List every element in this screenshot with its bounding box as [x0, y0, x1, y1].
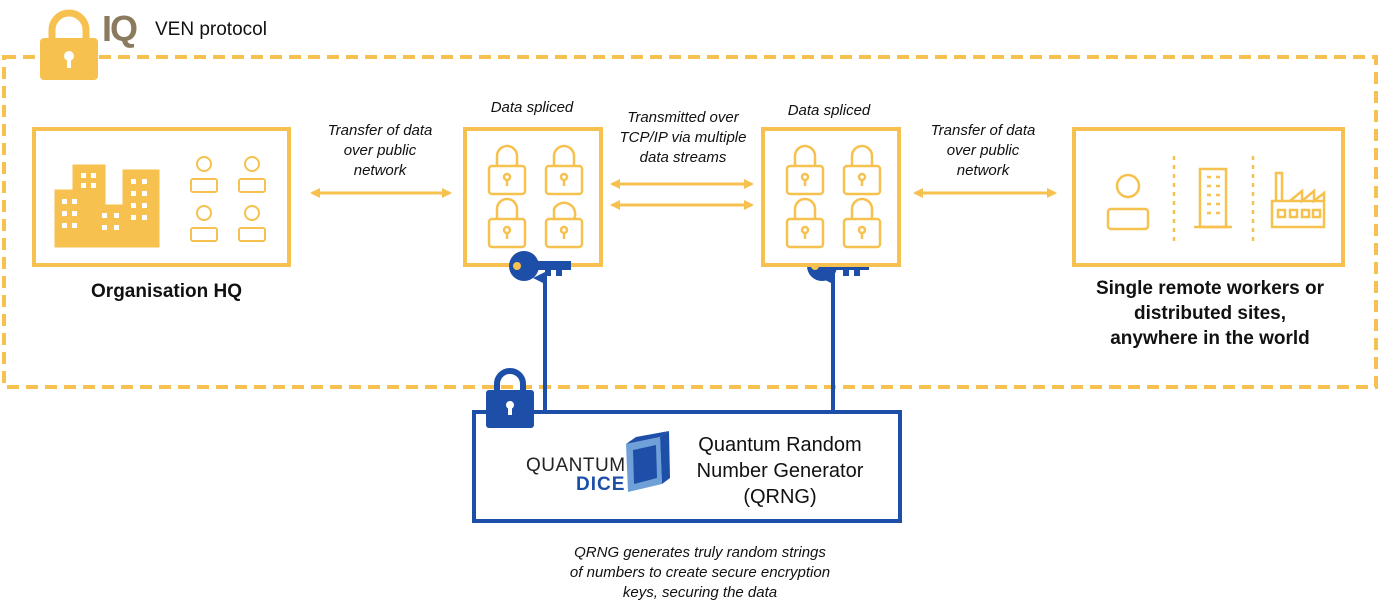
qrng-box — [472, 410, 902, 523]
developer-icon — [1106, 173, 1150, 231]
splice-right-label: Data spliced — [787, 102, 871, 119]
padlock-icon — [544, 201, 584, 249]
remote-icons — [1106, 156, 1326, 246]
developer-icon — [190, 156, 218, 193]
padlock-icon — [785, 144, 825, 196]
buildings-icon — [54, 164, 160, 248]
remote-box — [1072, 127, 1345, 267]
qrng-padlock-icon — [486, 368, 534, 428]
padlock-icon — [785, 197, 825, 249]
developer-icon — [238, 156, 266, 193]
protocol-boundary — [2, 55, 1378, 389]
splice-left-label: Data spliced — [490, 99, 574, 116]
padlock-icon-grid — [487, 144, 584, 249]
factory-icon — [1270, 171, 1326, 229]
page-title: VEN protocol — [155, 19, 267, 40]
splice-right-box — [761, 127, 901, 267]
developer-icon — [190, 205, 218, 242]
padlock-icon — [487, 144, 527, 196]
padlock-icon — [487, 197, 527, 249]
splice-left-box — [463, 127, 603, 267]
hq-box — [32, 127, 291, 267]
quantum-dice-logo-word2: DICE — [576, 474, 626, 495]
developer-icon — [238, 205, 266, 242]
quantum-dice-logo-word1: QUANTUM — [526, 455, 626, 476]
developer-icon-group — [190, 156, 266, 242]
padlock-icon — [544, 144, 584, 196]
header-padlock-icon — [40, 9, 98, 80]
office-tower-icon — [1194, 167, 1232, 229]
padlock-icon — [842, 144, 882, 196]
hq-label: Organisation HQ — [91, 281, 242, 302]
padlock-icon-grid — [785, 144, 882, 249]
brand-logo: IQ — [102, 8, 138, 49]
quantum-dice-cube-icon — [626, 431, 670, 492]
padlock-icon — [842, 197, 882, 249]
key-icon — [509, 251, 571, 281]
